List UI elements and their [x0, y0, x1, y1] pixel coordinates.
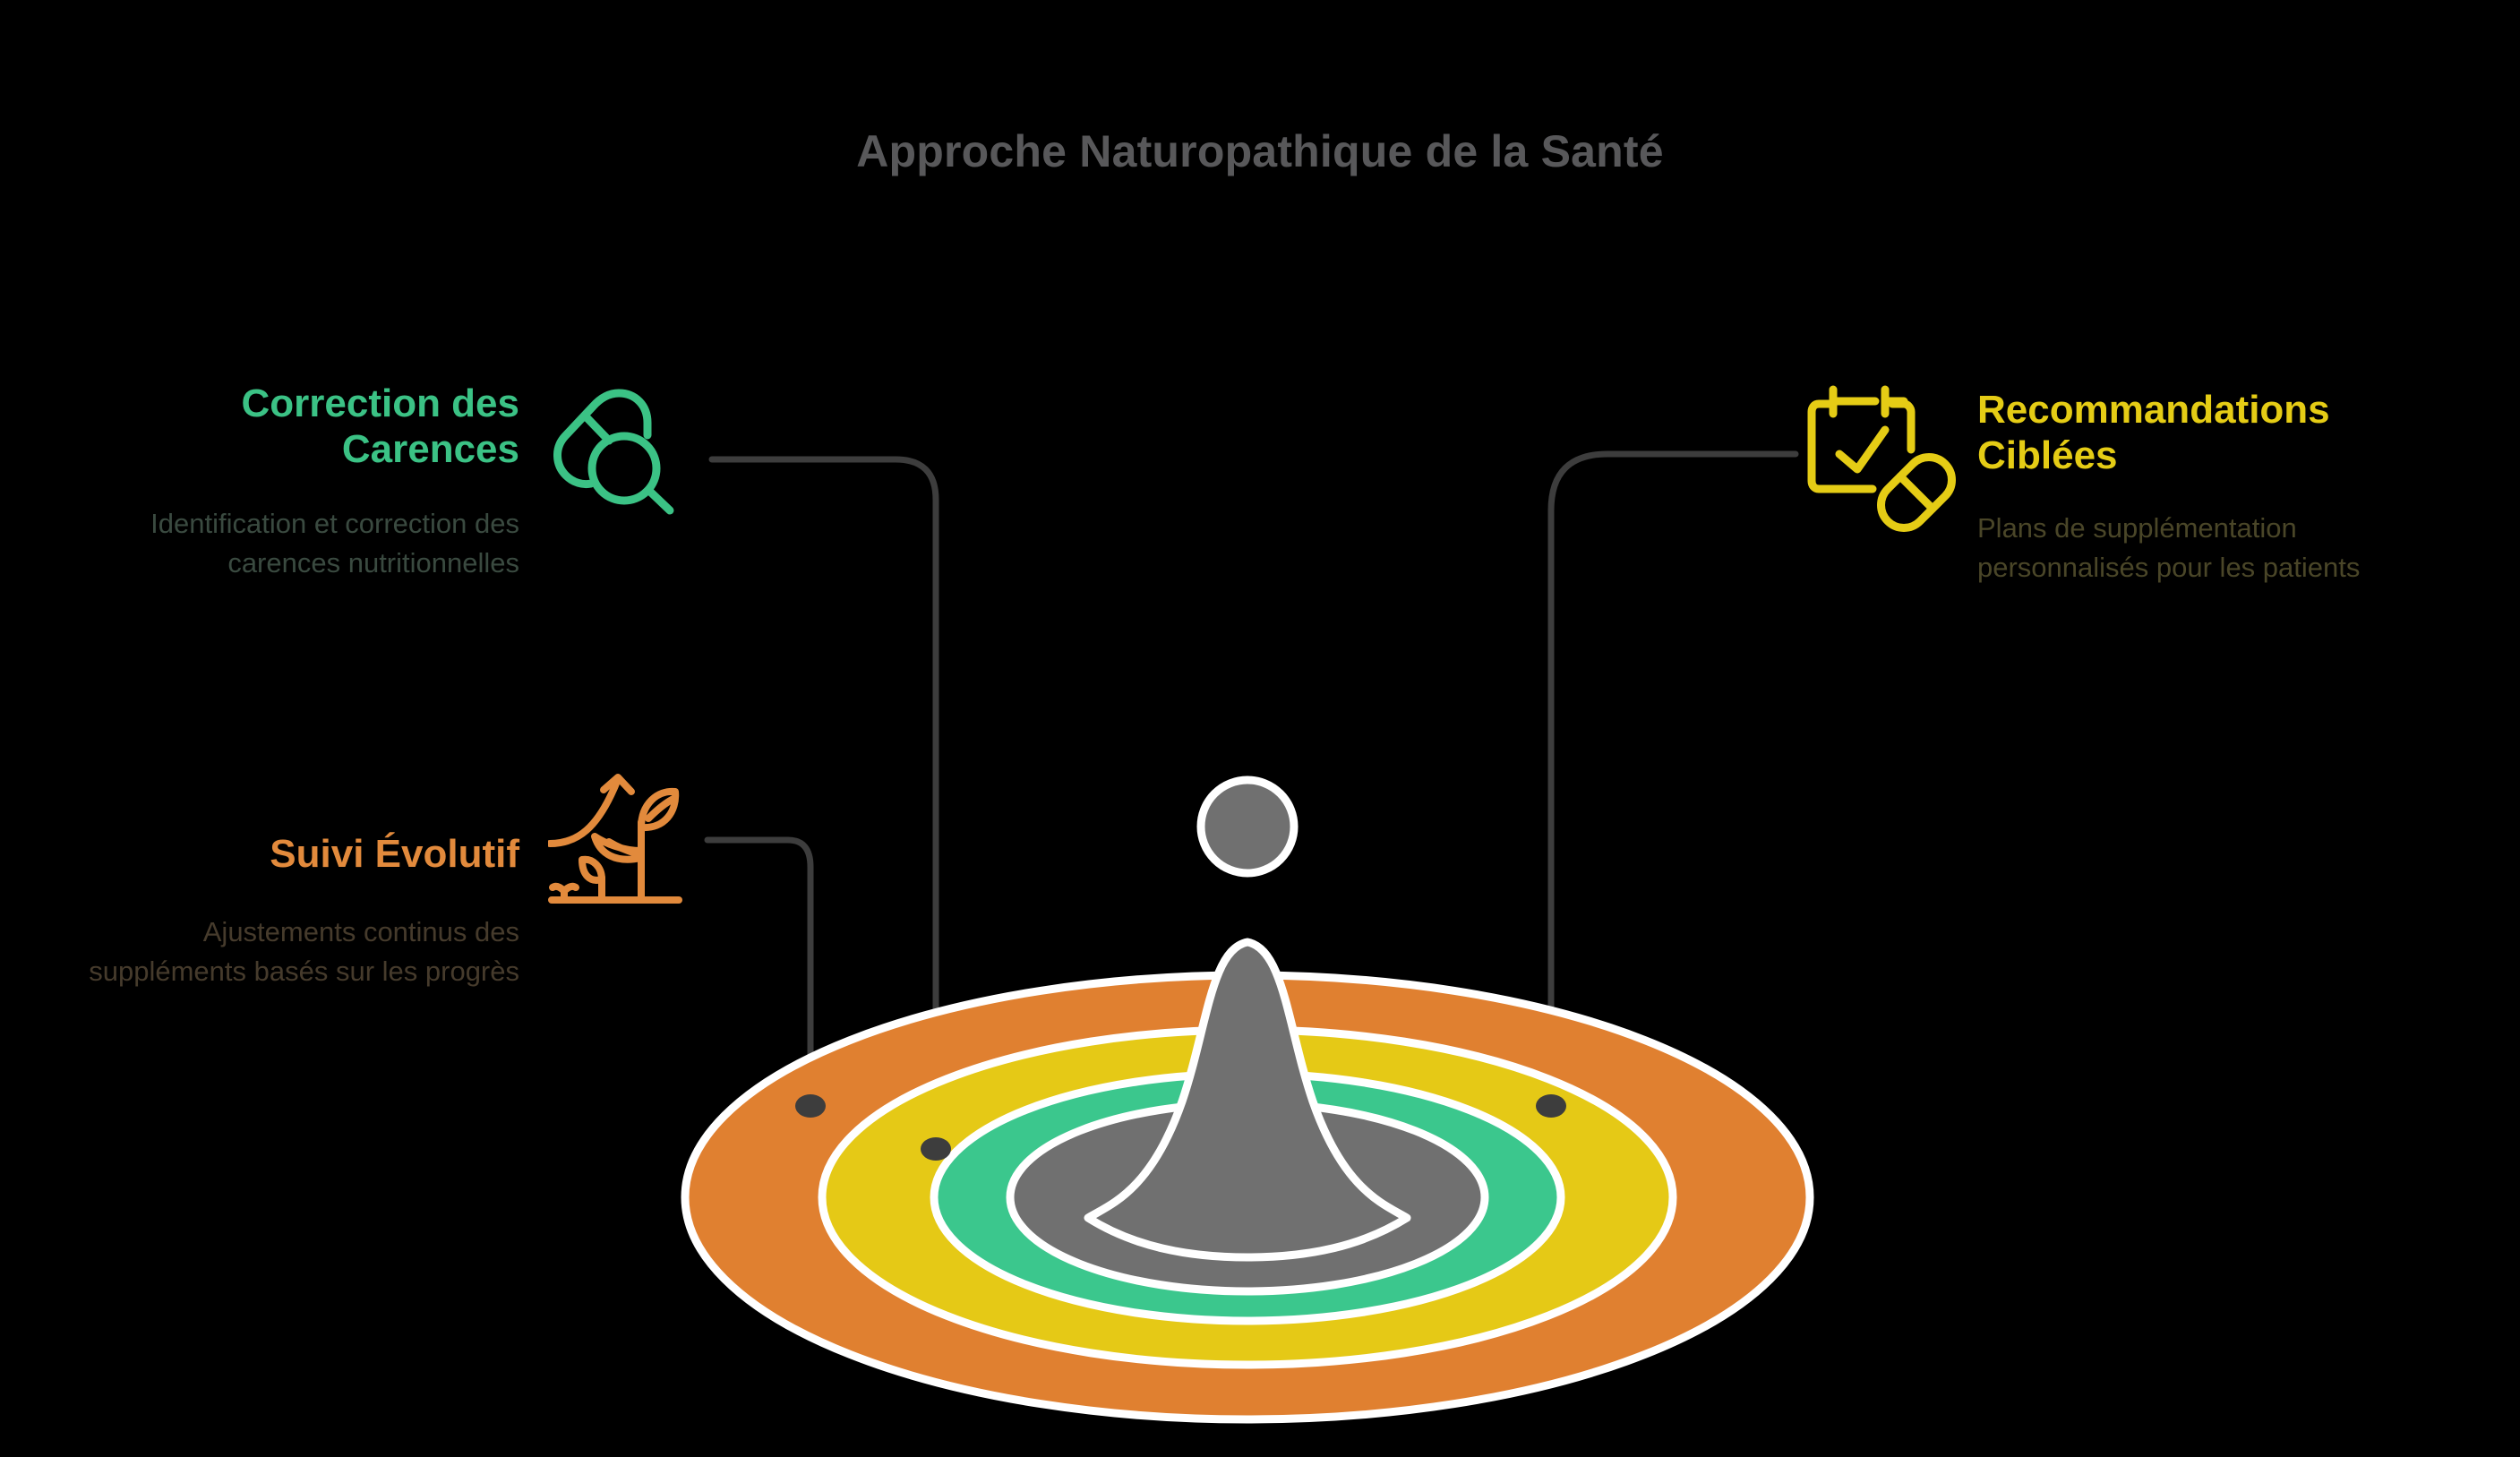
callout-recommandations-body: Plans de supplémentation personnalisés p… [1977, 512, 2361, 584]
callout-recommandations: Recommandations Ciblées Plans de supplém… [1977, 387, 2443, 587]
callout-suivi-heading: Suivi Évolutif [270, 832, 519, 876]
sprout-growth-icon [546, 768, 691, 916]
connector-suivi [704, 836, 814, 1107]
connector-recommandations [1547, 450, 1799, 1107]
clipboard-check-pill-icon [1805, 380, 1967, 536]
funnel-shape [1084, 938, 1411, 1262]
page-title: Approche Naturopathique de la Santé [856, 126, 1664, 176]
connector-dot-suivi [795, 1094, 826, 1118]
callout-suivi-body: Ajustements continus des suppléments bas… [89, 916, 519, 988]
callout-correction-heading: Correction des Carences [241, 381, 519, 472]
callout-correction: Correction des Carences Identification e… [54, 381, 519, 583]
callout-recommandations-heading: Recommandations Ciblées [1977, 388, 2330, 478]
callout-correction-body: Identification et correction des carence… [150, 508, 519, 579]
connector-correction [708, 456, 939, 1150]
connector-dots [795, 1094, 1566, 1161]
callout-suivi: Suivi Évolutif Ajustements continus des … [54, 831, 519, 991]
connector-dot-recommandations [1536, 1094, 1566, 1118]
sphere-node [1196, 776, 1299, 878]
pill-magnifier-icon [553, 376, 679, 524]
connector-dot-correction [921, 1137, 951, 1161]
